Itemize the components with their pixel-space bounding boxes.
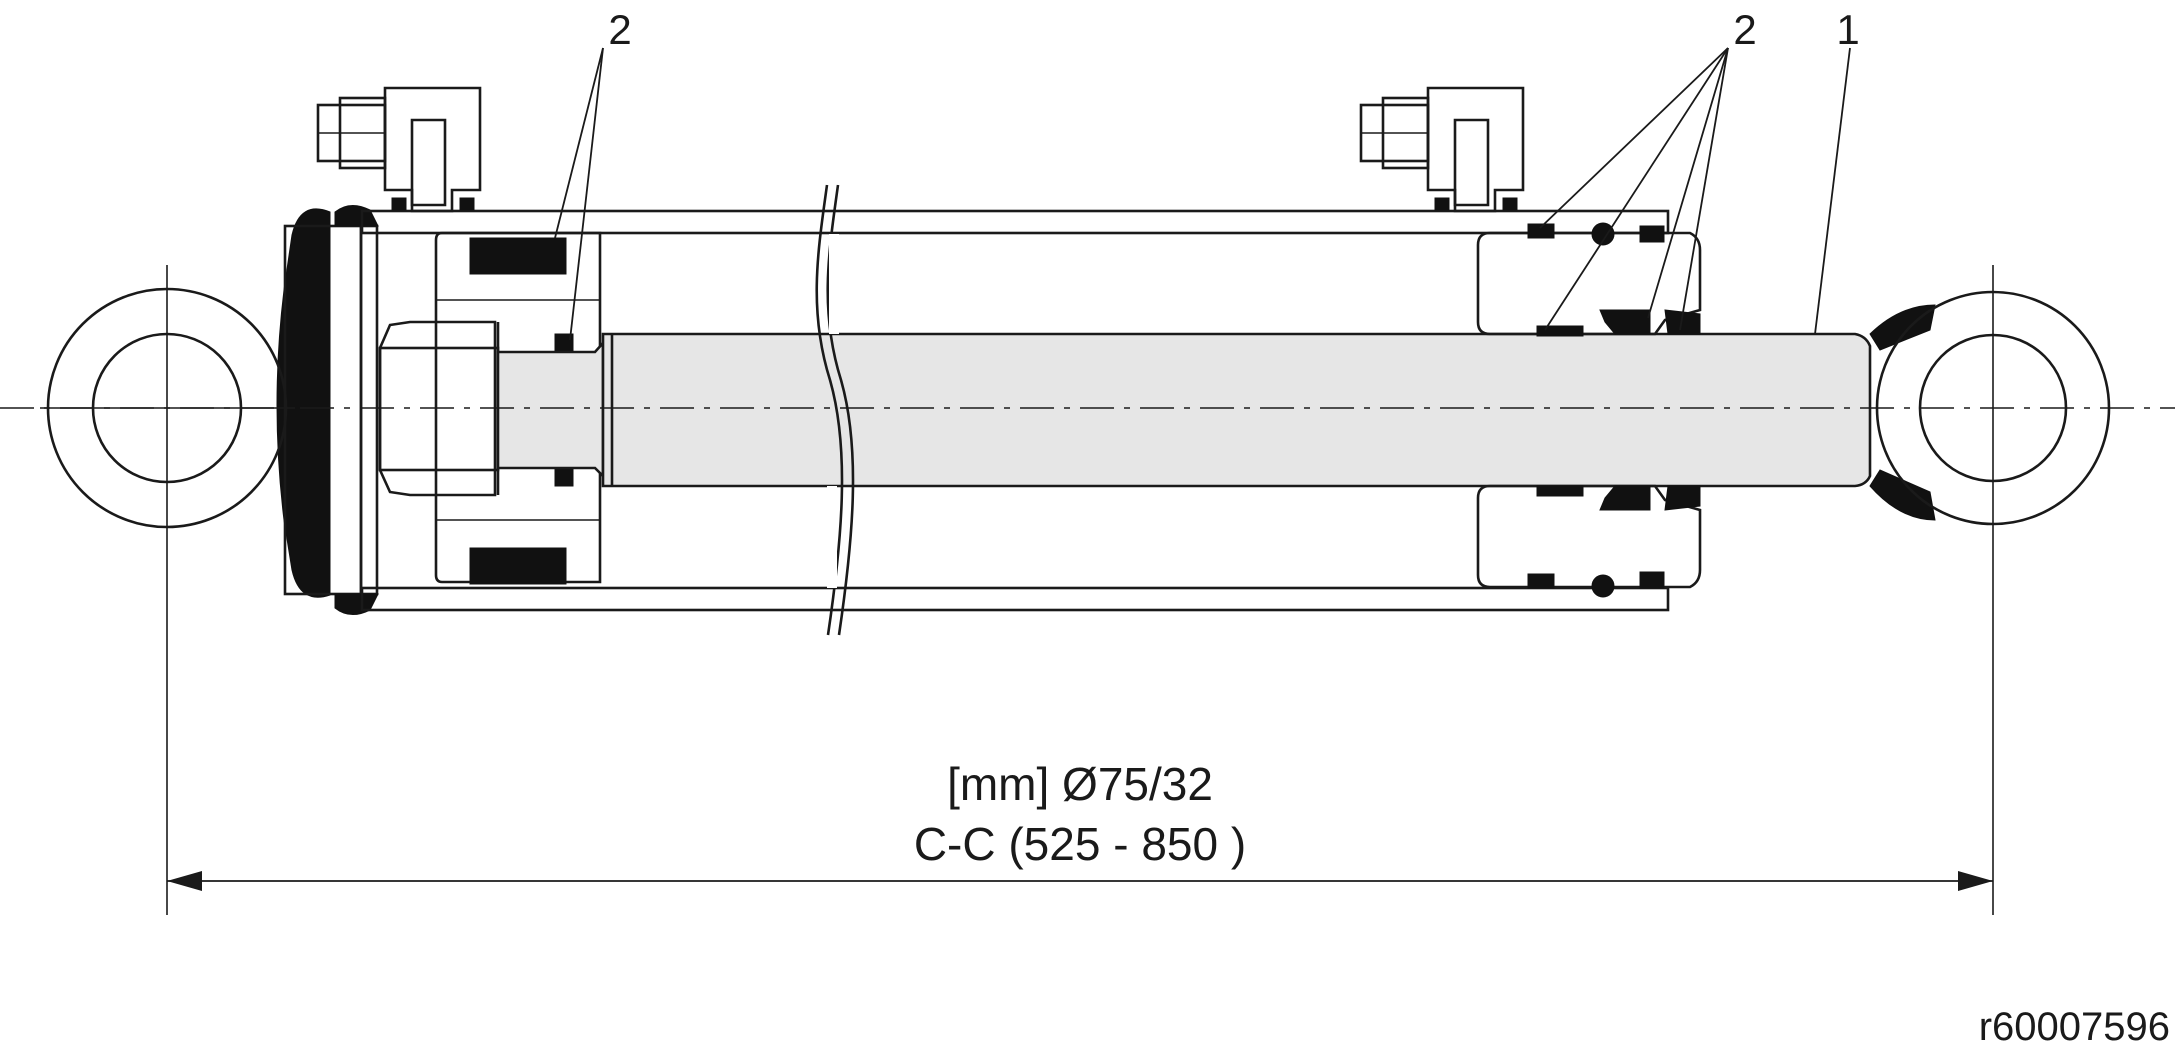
rod-gland — [1476, 222, 1702, 598]
cylinder-barrel — [360, 209, 1670, 612]
callout-left-seal: 2 — [608, 6, 631, 53]
piston — [434, 231, 602, 585]
callout-leaders — [554, 47, 1851, 341]
dimension-size-label: [mm] Ø75/32 — [947, 758, 1213, 810]
right-port-fitting — [1359, 86, 1525, 213]
left-end-cap — [283, 205, 379, 615]
drawing-reference: r60007596 — [1979, 1005, 2170, 1049]
piston-rod — [496, 332, 1872, 488]
callout-rod: 1 — [1836, 6, 1859, 53]
callout-right-seals: 2 — [1733, 6, 1756, 53]
dimension-line — [167, 871, 1993, 891]
right-eye-mount — [1869, 265, 2111, 915]
left-port-fitting — [316, 86, 482, 213]
left-eye-mount — [40, 208, 331, 915]
break-lines — [815, 184, 855, 636]
dimension-cc-label: C-C (525 - 850 ) — [914, 818, 1246, 870]
